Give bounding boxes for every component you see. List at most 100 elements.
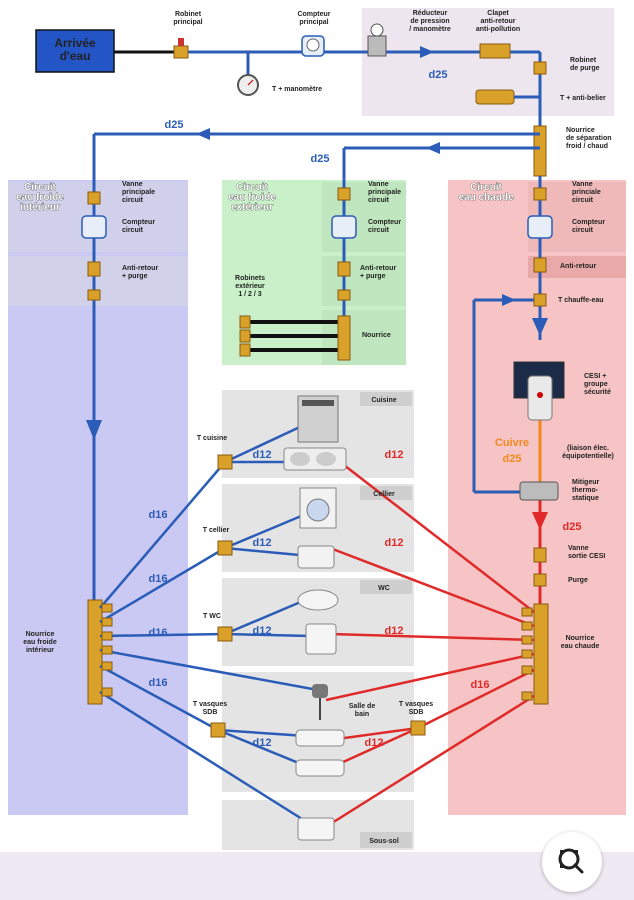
valve-cold-4: [101, 645, 113, 655]
wc-cuvette-icon: [297, 589, 339, 611]
pipe-cold-cuisine: [99, 461, 226, 609]
search-icon: [558, 848, 584, 874]
label-labels.cuisine: Cuisine: [371, 397, 396, 404]
label-labels.t-cellier: T cellier: [203, 527, 230, 534]
label-labels.cuivre: Cuivre: [495, 437, 529, 449]
pipe-t-wc-2: [224, 632, 311, 638]
lave-mains-icon: [305, 623, 337, 655]
arrow-d25-int: [196, 128, 210, 140]
dim-d16-3: d16: [149, 627, 168, 639]
pipe-hot-cuisine: [339, 461, 535, 613]
valve-cold-6: [101, 687, 113, 697]
label-labels.t-chauffe-eau: T chauffe-eau: [558, 297, 604, 304]
clapet-icon: [479, 43, 511, 59]
anti-retour-1-icon: [87, 261, 101, 277]
robinet-principal-icon: [173, 45, 189, 59]
search-button[interactable]: [542, 832, 602, 892]
zone-sub-anti-retour-3: [528, 256, 626, 278]
robinet-ext-1-icon: [239, 315, 251, 329]
label-labels.t-wc: T WC: [203, 613, 221, 620]
valve-hot-1: [521, 607, 533, 617]
t-wc-icon: [217, 626, 233, 642]
anti-belier-icon: [475, 89, 515, 105]
vasque-1-icon: [295, 729, 345, 747]
arrow-down-hot-out: [532, 512, 548, 530]
bottom-bar: [0, 852, 634, 900]
pipe-cold-soussol: [99, 690, 311, 826]
valve-cold-3: [101, 631, 113, 641]
robinet-ext-3-icon: [239, 343, 251, 357]
compteur-circuit-2-icon: [331, 215, 357, 239]
valve-hot-3: [521, 635, 533, 645]
pipe-cold-wc: [99, 632, 226, 638]
valve-cold-5: [101, 661, 113, 671]
dim-d12-r2: d12: [385, 537, 404, 549]
dim-d25-b: d25: [165, 119, 184, 131]
compteur-circuit-3-icon: [527, 215, 553, 239]
vanne-principale-2-icon: [337, 187, 351, 201]
pipe-t-vasques-r-1: [329, 726, 419, 742]
purge-hot-icon: [533, 573, 547, 587]
label-labels.anti-retour-3: Anti-retour: [560, 263, 596, 270]
anti-retour-3-icon: [533, 257, 547, 273]
tab-sous-sol: [360, 832, 412, 848]
douche-icon: [312, 684, 328, 698]
evier-bac-2: [316, 452, 336, 466]
evier-soussol-icon: [297, 817, 335, 841]
nourrice-froide-icon: [87, 599, 103, 705]
valve-hot-6: [521, 691, 533, 701]
compteur-circuit-1-icon: [81, 215, 107, 239]
dim-d12-b2: d12: [253, 537, 272, 549]
tab-cellier: [360, 486, 412, 500]
dim-d16-2: d16: [149, 573, 168, 585]
compteur-principal-dial: [306, 38, 320, 52]
arrow-d25-main: [420, 46, 434, 58]
label-labels.liaison: (liaison élec.équipotentielle): [562, 445, 614, 460]
dim-d25-c: d25: [311, 153, 330, 165]
valve-cold-1: [101, 603, 113, 613]
label-labels.purge: Purge: [568, 577, 588, 584]
mitigeur-icon: [519, 481, 559, 501]
dim-d12-r1: d12: [385, 449, 404, 461]
valve-hot-2: [521, 621, 533, 631]
dim-d16-1: d16: [149, 509, 168, 521]
valve-hot-5: [521, 665, 533, 675]
pipe-cold-douche: [99, 648, 319, 692]
purge-1-icon: [87, 289, 101, 301]
purge-2-icon: [337, 289, 351, 301]
nourrice-ext-icon: [337, 315, 351, 361]
valve-cold-2: [101, 617, 113, 627]
t-vasques-l-icon: [210, 722, 226, 738]
dim-d25-cuivre: d25: [503, 453, 522, 465]
pipe-hot-sdb: [417, 668, 535, 730]
arrivee-box: [35, 29, 115, 73]
t-cellier-icon: [217, 540, 233, 556]
reducteur-gauge: [370, 23, 384, 37]
t-chauffe-eau-icon: [533, 293, 547, 307]
dim-d12-b1: d12: [253, 449, 272, 461]
pipe-t-cuisine-1: [224, 424, 303, 464]
arrow-d25-ext: [426, 142, 440, 154]
nourrice-chaude-icon: [533, 603, 549, 705]
dim-d12-b4: d12: [253, 737, 272, 749]
dim-d16-red: d16: [471, 679, 490, 691]
label-labels.t-anti-belier: T + anti-belier: [560, 95, 606, 102]
lave-linge-hublot: [306, 498, 330, 522]
dim-d25-a: d25: [429, 69, 448, 81]
pipe-cold-sdb: [99, 664, 219, 732]
